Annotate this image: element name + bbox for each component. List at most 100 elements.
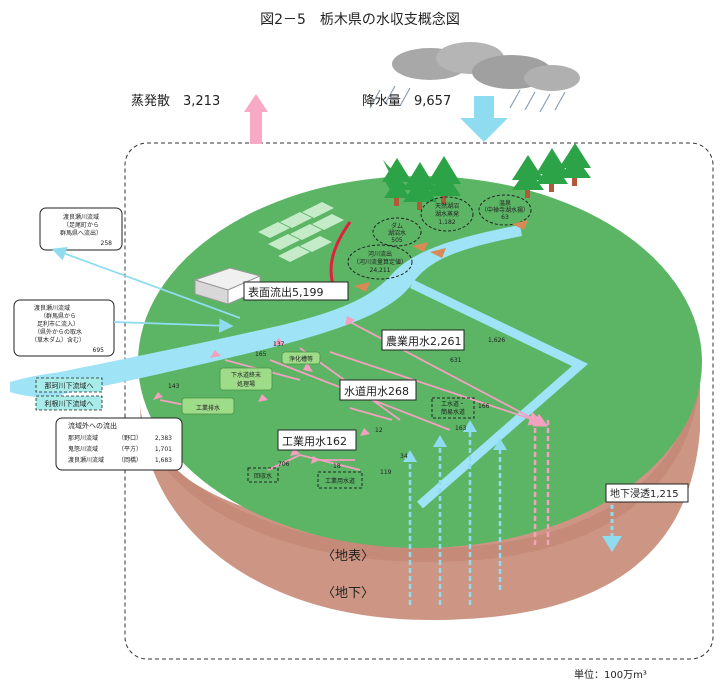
- other-intake-line1: 工水道・: [441, 400, 465, 408]
- sewage-line2: 処理場: [237, 380, 255, 388]
- lake-evap-value: 1,182: [438, 219, 455, 226]
- forest-left: [382, 156, 461, 210]
- hotspring-value: 63: [501, 214, 509, 221]
- river-flow-line1: 河川流出: [368, 250, 392, 258]
- surface-runoff-label: 表面流出5,199: [248, 285, 324, 299]
- infiltration-arrow: [602, 505, 622, 552]
- value-119: 119: [380, 469, 392, 476]
- value-137: 137: [273, 341, 285, 348]
- value-706: 706: [278, 461, 290, 468]
- outflow-row3-value: 1,683: [155, 457, 172, 464]
- other-intake-line2: 簡易水道: [441, 408, 465, 416]
- surface-layer: [138, 176, 702, 548]
- value-631: 631: [450, 357, 462, 364]
- hotspring-oval: 温泉 （中禅寺湖水揚） 63: [478, 194, 532, 226]
- value-12: 12: [375, 427, 383, 434]
- lake-evap-line2: 湖水蒸発: [435, 210, 459, 218]
- dam-oval-line1: ダム: [391, 222, 403, 230]
- dam-oval-value: 505: [391, 237, 403, 244]
- small-values: 165 137 143 1,626 631 166 163 12 34 706 …: [168, 337, 505, 476]
- inflow-top-line2: （足尾町から: [63, 222, 99, 229]
- rain-cloud: [392, 42, 580, 91]
- outflow-box: 流域外への流出 那珂川流域 （野口） 2,383 鬼怒川流域 （平方） 1,70…: [55, 417, 183, 471]
- surface-label: 〈地表〉: [322, 549, 374, 564]
- inflow-mid-arrow: [113, 318, 234, 333]
- outflow-row2-name: 鬼怒川流域: [68, 445, 98, 453]
- groundwater-pumping: [408, 430, 502, 605]
- value-166: 166: [478, 403, 490, 410]
- sewage-line1: 下水道終末: [231, 371, 261, 379]
- inflow-top-arrow: [51, 246, 241, 319]
- value-165: 165: [255, 351, 267, 358]
- purify-pill: 浄化槽等: [281, 351, 321, 365]
- evaporation-arrow: [244, 94, 268, 144]
- inflow-mid-line1: 渡良瀬川流域: [34, 304, 70, 312]
- outflow-arrows: [354, 220, 528, 292]
- outflow-row1-value: 2,383: [155, 435, 172, 442]
- tonegawa-box: 利根川下流域へ: [35, 395, 103, 411]
- value-1626: 1,626: [488, 337, 505, 344]
- river-flow-oval: 河川流出 （河川流量算定値） 24,211: [347, 244, 413, 280]
- tonegawa-label: 利根川下流域へ: [45, 399, 94, 408]
- recycled-water-box: 回収水: [247, 467, 279, 483]
- inflow-mid-box: 渡良瀬川流域 （群馬県から 足利市に流入） （県外からの取水 （草木ダム）含む）…: [13, 299, 115, 357]
- inflow-top-box: 渡良瀬川流域 （足尾町から 群馬県へ流出） 258: [39, 207, 123, 251]
- agri-water-label: 農業用水2,261: [386, 334, 462, 348]
- industrial-water-box: 工業用水162: [277, 429, 357, 451]
- industrial-water-label: 工業用水162: [282, 435, 347, 448]
- sewage-pill: 下水道終末 処理場: [219, 367, 273, 391]
- dam-oval-line2: 湖沼水: [388, 229, 406, 237]
- hotspring-line1: 温泉: [499, 199, 511, 207]
- value-143: 143: [168, 383, 180, 390]
- diagram-title: 図2－5 栃木県の水収支概念図: [260, 11, 460, 28]
- industrial-drain-label: 工業排水: [196, 404, 220, 412]
- inflow-top-value: 258: [101, 240, 113, 247]
- outflow-row1-point: （野口）: [118, 434, 142, 442]
- lake-evap-line1: 天然湖沼: [435, 202, 459, 210]
- hotspring-line2: （中禅寺湖水揚）: [481, 206, 529, 214]
- value-163: 163: [455, 425, 467, 432]
- surface-runoff-box: 表面流出5,199: [243, 281, 349, 301]
- inflow-mid-line2: （群馬県から: [40, 312, 76, 320]
- infiltration-box: 地下浸透1,215: [605, 483, 689, 503]
- outflow-row2-value: 1,701: [155, 446, 172, 453]
- inflow-mid-line3: 足利市に流入）: [37, 320, 79, 328]
- water-pipes: [410, 279, 589, 509]
- unit-label: 単位：100万m³: [574, 668, 647, 681]
- lake-evap-oval: 天然湖沼 湖水蒸発 1,182: [420, 196, 474, 232]
- inflow-top-line1: 渡良瀬川流域: [63, 213, 99, 221]
- inflow-mid-line4: （県外からの取水: [34, 328, 82, 336]
- nakagawa-label: 那珂川下流域へ: [45, 381, 94, 390]
- other-intake-box: 工水道・ 簡易水道: [431, 397, 475, 419]
- underground-label: 〈地下〉: [322, 586, 374, 601]
- agri-water-box: 農業用水2,261: [381, 329, 465, 351]
- evaporation-label: 蒸発散 3,213: [131, 94, 220, 109]
- value-34: 34: [400, 453, 408, 460]
- outflow-row3-name: 渡良瀬川流域: [68, 456, 104, 464]
- inflow-mid-value: 695: [93, 347, 105, 354]
- domestic-water-label: 水道用水268: [344, 384, 409, 398]
- paddy-fields: [258, 202, 344, 262]
- industrial-water-supply-label: 工業用水道: [325, 477, 355, 485]
- rain-lines: [369, 85, 566, 113]
- river-flow-value: 24,211: [370, 267, 391, 274]
- domestic-water-box: 水道用水268: [339, 379, 417, 401]
- inflow-top-line3: 群馬県へ流出）: [60, 229, 102, 237]
- groundwater-arrowheads: [403, 420, 507, 462]
- value-18: 18: [333, 463, 341, 470]
- purify-label: 浄化槽等: [289, 355, 313, 363]
- watershed-boundary: [124, 142, 714, 660]
- outflow-row3-point: （岡橋）: [118, 456, 142, 464]
- precipitation-label: 降水量 9,657: [362, 94, 451, 109]
- industrial-water-supply-box: 工業用水道: [317, 471, 363, 489]
- outflow-row1-name: 那珂川流域: [68, 434, 98, 442]
- river-flow-line2: （河川流量算定値）: [353, 258, 407, 266]
- outflow-row2-point: （平方）: [118, 445, 142, 453]
- infiltration-label: 地下浸透1,215: [610, 487, 679, 500]
- underground-layer: [140, 360, 700, 620]
- forest-right: [512, 143, 591, 198]
- dam-oval: ダム 湖沼水 505: [372, 217, 422, 247]
- return-arrows: [153, 316, 370, 464]
- outflow-title: 流域外への流出: [68, 421, 117, 430]
